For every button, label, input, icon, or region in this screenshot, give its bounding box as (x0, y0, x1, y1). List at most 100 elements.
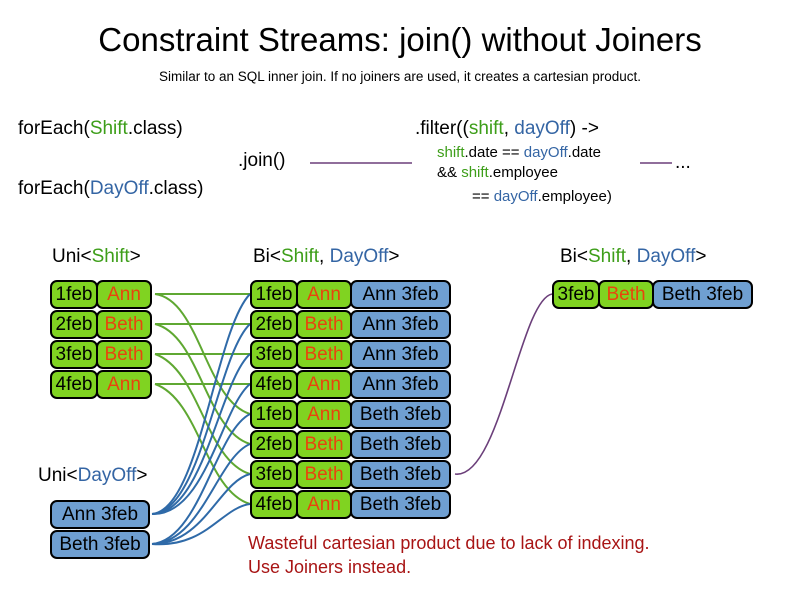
bi-card[interactable]: 2feb Beth Ann 3feb (250, 310, 451, 339)
header-uni-shift-post: > (129, 246, 141, 267)
bi-shift-date: 4feb (250, 490, 298, 519)
shift-date: 2feb (50, 310, 98, 339)
dayoff-card[interactable]: Ann 3feb (50, 500, 150, 529)
bi-result-shift-employee: Beth (598, 280, 654, 309)
bi-shift-employee: Ann (296, 490, 352, 519)
header-bi-cartesian: Bi<Shift, DayOff> (253, 246, 399, 268)
header-bi-result-type-shift: Shift (588, 246, 627, 267)
bi-dayoff: Ann 3feb (350, 370, 451, 399)
header-uni-shift-pre: Uni< (52, 246, 92, 267)
wire-group-shift-green (154, 293, 251, 505)
code-filter-open: .filter(( (415, 118, 469, 139)
shift-date: 1feb (50, 280, 98, 309)
shift-card[interactable]: 1feb Ann (50, 280, 152, 309)
bi-shift-employee: Beth (296, 460, 352, 489)
bi-dayoff: Ann 3feb (350, 280, 451, 309)
bi-shift-date: 2feb (250, 430, 298, 459)
warning-note: Wasteful cartesian product due to lack o… (248, 531, 650, 579)
code-foreach-dayoff: forEach(DayOff.class) (18, 178, 204, 200)
shift-employee: Beth (96, 340, 152, 369)
shift-date: 4feb (50, 370, 98, 399)
code-foreach-shift-type: Shift (89, 118, 128, 139)
bi-shift-employee: Ann (296, 370, 352, 399)
code-filter-line-4: == dayOff.employee) (472, 186, 612, 208)
code-join-label: .join() (238, 150, 286, 171)
code-filter-param-comma: , (503, 118, 515, 139)
bi-card[interactable]: 3feb Beth Ann 3feb (250, 340, 451, 369)
bi-shift-date: 4feb (250, 370, 298, 399)
shift-card[interactable]: 3feb Beth (50, 340, 152, 369)
shift-card[interactable]: 4feb Ann (50, 370, 152, 399)
bi-result-shift-date: 3feb (552, 280, 600, 309)
header-bi-result-type-dayoff: DayOff (636, 246, 696, 267)
stream-uni-shift: 1feb Ann 2feb Beth 3feb Beth 4feb Ann (50, 280, 152, 400)
stream-uni-dayoff: Ann 3feb Beth 3feb (50, 500, 150, 560)
code-filter-l4-op: == (472, 188, 494, 205)
header-uni-dayoff-post: > (136, 465, 148, 486)
code-filter-l2-shift: shift (437, 144, 465, 161)
wire-group-dayoff-blue (151, 293, 251, 546)
bi-shift-employee: Beth (296, 430, 352, 459)
shift-date: 3feb (50, 340, 98, 369)
warning-note-line-1: Wasteful cartesian product due to lack o… (248, 533, 650, 553)
code-filter-param-dayoff: dayOff (514, 118, 570, 139)
bi-result-card[interactable]: 3feb Beth Beth 3feb (552, 280, 753, 309)
header-bi-pre: Bi< (253, 246, 281, 267)
bi-shift-date: 3feb (250, 340, 298, 369)
dayoff-label: Ann 3feb (50, 500, 150, 529)
bi-card[interactable]: 1feb Ann Ann 3feb (250, 280, 451, 309)
shift-card[interactable]: 2feb Beth (50, 310, 152, 339)
bi-shift-date: 3feb (250, 460, 298, 489)
code-filter-l3-shift: shift (461, 164, 489, 181)
shift-employee: Ann (96, 370, 152, 399)
bi-card[interactable]: 4feb Ann Beth 3feb (250, 490, 451, 519)
header-bi-type-shift: Shift (281, 246, 320, 267)
bi-card[interactable]: 3feb Beth Beth 3feb (250, 460, 451, 489)
header-bi-result-pre: Bi< (560, 246, 588, 267)
warning-note-line-2: Use Joiners instead. (248, 557, 412, 577)
bi-shift-date: 1feb (250, 400, 298, 429)
code-foreach-shift-pre: forEach( (18, 118, 90, 139)
header-uni-dayoff-type: DayOff (77, 465, 137, 486)
code-filter-l2-field: .date (567, 144, 602, 161)
code-foreach-dayoff-post: .class) (148, 178, 204, 199)
header-bi-post: > (388, 246, 400, 267)
code-foreach-shift-post: .class) (127, 118, 183, 139)
bi-card[interactable]: 4feb Ann Ann 3feb (250, 370, 451, 399)
header-uni-dayoff: Uni<DayOff> (38, 465, 148, 487)
bi-shift-date: 1feb (250, 280, 298, 309)
code-filter-line-1: .filter((shift, dayOff) -> (415, 118, 599, 140)
header-uni-shift: Uni<Shift> (52, 246, 141, 268)
code-filter-l2-op: .date == (464, 144, 524, 161)
bi-card[interactable]: 1feb Ann Beth 3feb (250, 400, 451, 429)
code-filter-l3-field: .employee (488, 164, 558, 181)
bi-shift-employee: Ann (296, 280, 352, 309)
header-bi-type-dayoff: DayOff (329, 246, 389, 267)
code-filter-l3-and: && (437, 164, 462, 181)
bi-dayoff: Beth 3feb (350, 430, 451, 459)
shift-employee: Ann (96, 280, 152, 309)
bi-dayoff: Ann 3feb (350, 310, 451, 339)
code-filter-l4-field: .employee) (537, 188, 612, 205)
bi-shift-employee: Beth (296, 340, 352, 369)
header-bi-comma: , (319, 246, 330, 267)
dayoff-label: Beth 3feb (50, 530, 150, 559)
bi-card[interactable]: 2feb Beth Beth 3feb (250, 430, 451, 459)
header-bi-result-comma: , (626, 246, 637, 267)
code-filter-l2-dayoff: dayOff (523, 144, 568, 161)
bi-shift-date: 2feb (250, 310, 298, 339)
code-filter-arrow: ) -> (569, 118, 599, 139)
dayoff-card[interactable]: Beth 3feb (50, 530, 150, 559)
code-foreach-dayoff-type: DayOff (89, 178, 149, 199)
bi-dayoff: Beth 3feb (350, 460, 451, 489)
header-uni-shift-type: Shift (91, 246, 130, 267)
bi-dayoff: Ann 3feb (350, 340, 451, 369)
slide-subtitle: Similar to an SQL inner join. If no join… (159, 69, 641, 84)
bi-shift-employee: Beth (296, 310, 352, 339)
stream-bi-result: 3feb Beth Beth 3feb (552, 280, 753, 309)
code-filter-line-3: && shift.employee (437, 162, 558, 184)
code-ellipsis: ... (675, 152, 691, 173)
bi-result-dayoff: Beth 3feb (652, 280, 753, 309)
bi-dayoff: Beth 3feb (350, 400, 451, 429)
